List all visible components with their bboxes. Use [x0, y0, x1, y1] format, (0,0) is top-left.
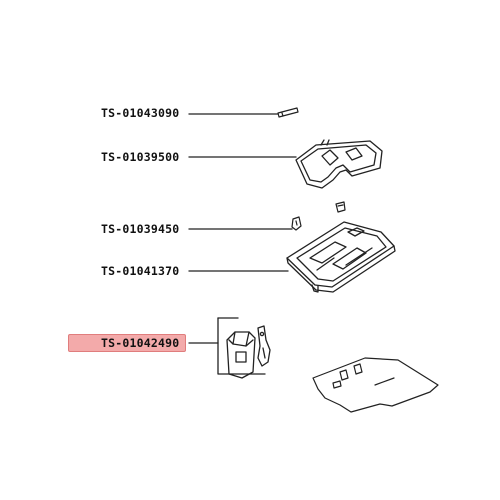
base-plate-part [312, 357, 439, 413]
heating-element-part [295, 139, 383, 189]
frame-part [286, 221, 396, 293]
highlighted-part-marker [68, 334, 186, 352]
leader-line-hinge [217, 317, 266, 375]
pin-part [277, 107, 299, 118]
part-label-hinge: TS-01042490 [101, 336, 180, 350]
leader-lines [188, 113, 297, 375]
part-label-clip: TS-01039450 [101, 222, 180, 236]
part-label-frame: TS-01041370 [101, 264, 180, 278]
part-label-heating-element: TS-01039500 [101, 150, 180, 164]
hinge-part [226, 325, 271, 379]
part-label-pin: TS-01043090 [101, 106, 180, 120]
clip-part [291, 201, 346, 231]
